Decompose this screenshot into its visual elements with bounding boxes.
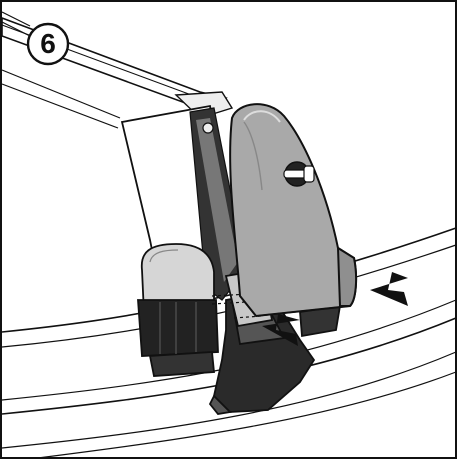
car-roof-lines <box>1 227 457 459</box>
push-arrow-icon <box>262 272 408 346</box>
lock-cover <box>229 103 358 318</box>
rubber-pad <box>137 243 219 377</box>
step-number: 6 <box>40 28 56 59</box>
key-lock-icon <box>283 161 315 187</box>
step-badge <box>1 11 70 66</box>
